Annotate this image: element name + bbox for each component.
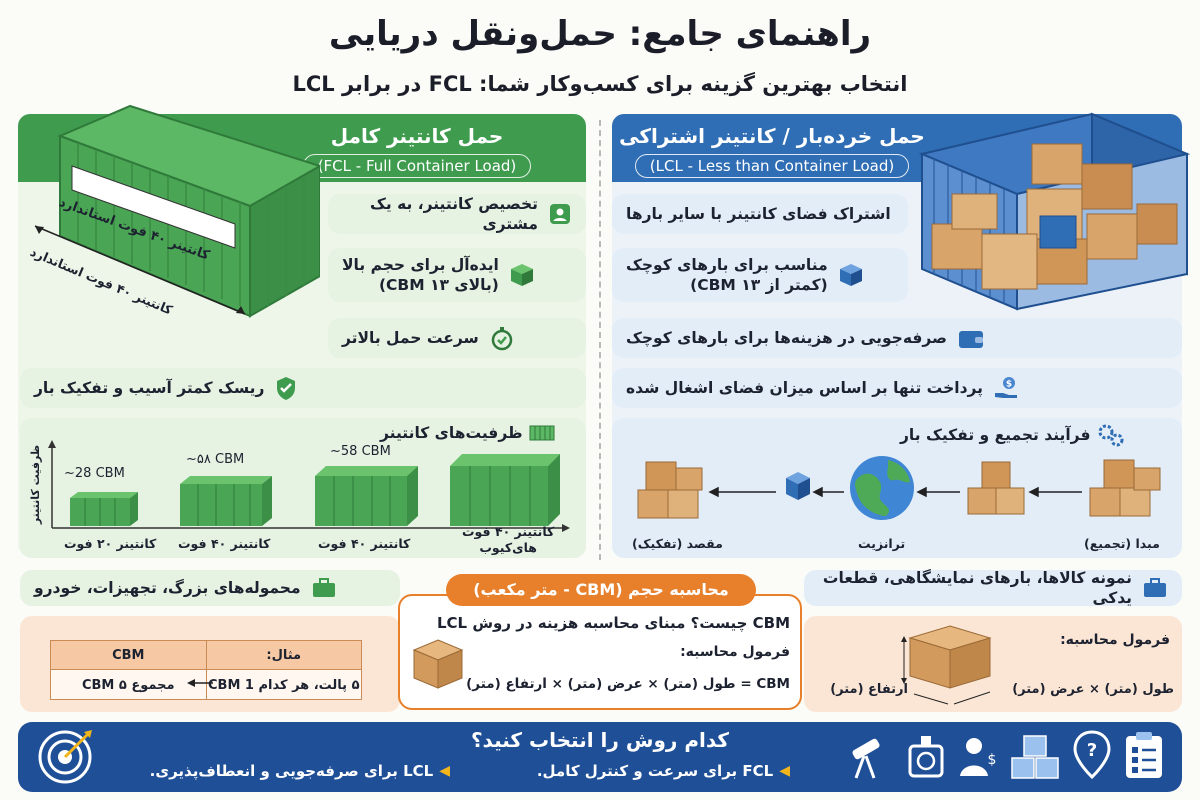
footer-banner bbox=[18, 722, 1182, 792]
telescope-icon bbox=[852, 738, 880, 779]
lcl-cargo-example-text: نمونه کالاها، بارهای نمایشگاهی، قطعات ید… bbox=[822, 568, 1132, 607]
fcl-feature-risk-text: ریسک کمتر آسیب و تفکیک بار bbox=[34, 378, 265, 397]
stopwatch-icon bbox=[489, 325, 515, 351]
green-box-icon bbox=[509, 262, 535, 288]
fcl-header-sub: (FCL - Full Container Load) bbox=[302, 154, 532, 178]
fcl-feature-volume-text: ایده‌آل برای حجم بالا bbox=[342, 255, 499, 274]
lcl-feature-saving-text: صرفه‌جویی در هزینه‌ها برای بارهای کوچک bbox=[626, 328, 948, 347]
cbm-formula-box bbox=[398, 594, 802, 710]
gears-icon bbox=[1096, 422, 1126, 448]
cbm-formula: CBM = طول (متر) × عرض (متر) × ارتفاع (مت… bbox=[466, 676, 790, 692]
cbm-height-label: ارتفاع (متر) bbox=[830, 682, 908, 697]
svg-text:$: $ bbox=[988, 752, 997, 768]
cbm-table-header-example: مثال: bbox=[205, 641, 362, 669]
section-divider bbox=[599, 120, 601, 560]
capacity-cbm-40ft: ~۵۸ CBM bbox=[186, 452, 245, 467]
capacity-label-40ft: کانتینر ۴۰ فوت bbox=[178, 536, 271, 551]
briefcase-icon bbox=[311, 577, 337, 599]
cbm-question: CBM چیست؟ مبنای محاسبه هزینه در روش LCL bbox=[436, 614, 790, 632]
lcl-cargo-example: نمونه کالاها، بارهای نمایشگاهی، قطعات ید… bbox=[804, 568, 1182, 607]
capacity-label-20ft: کانتینر ۲۰ فوت bbox=[64, 536, 157, 551]
lcl-feature-pay: $ پرداخت تنها بر اساس میزان فضای اشغال ش… bbox=[612, 368, 1182, 408]
target-icon bbox=[38, 730, 92, 784]
footer-lcl-choice-row: ◀ LCL برای صرفه‌جویی و انعطاف‌پذیری. bbox=[120, 762, 450, 780]
capacity-cbm-40ft-b: ~58 CBM bbox=[330, 444, 391, 459]
process-step-transit: ترانزیت bbox=[858, 536, 906, 551]
lcl-feature-pay-text: پرداخت تنها بر اساس میزان فضای اشغال شده bbox=[626, 378, 983, 397]
cbm-formula-header: محاسبه حجم (CBM - متر مکعب) bbox=[446, 574, 756, 606]
container-small-icon bbox=[529, 424, 555, 442]
fcl-feature-speed-text: سرعت حمل بالاتر bbox=[342, 328, 479, 347]
cbm-right-formula: طول (متر) × عرض (متر) bbox=[1012, 682, 1174, 697]
lcl-header-sub: (LCL - Less than Container Load) bbox=[634, 154, 910, 178]
fcl-feature-volume-sub: (بالای ۱۳ CBM) bbox=[378, 276, 499, 294]
footer-question: کدام روش را انتخاب کنید؟ bbox=[470, 728, 730, 752]
fcl-feature-dedicated: تخصیص کانتینر، به یک مشتری bbox=[328, 194, 586, 234]
fcl-feature-speed: سرعت حمل بالاتر bbox=[328, 318, 586, 358]
footer-fcl-choice: FCL برای سرعت و کنترل کامل. bbox=[536, 762, 774, 780]
svg-text:?: ? bbox=[1087, 740, 1097, 761]
cbm-table-cell-total: مجموع ۵ CBM bbox=[81, 677, 175, 693]
svg-text:$: $ bbox=[1006, 380, 1012, 390]
user-badge-icon bbox=[548, 202, 572, 226]
page-subtitle: انتخاب بهترین گزینه برای کسب‌وکار شما: F… bbox=[292, 72, 908, 96]
cbm-dimension-box bbox=[901, 625, 992, 705]
origin-boxes bbox=[1089, 459, 1161, 517]
cbm-example-table: مثال: CBM ۵ پالت، هر کدام CBM 1 مجموع ۵ … bbox=[50, 640, 362, 700]
fcl-cargo-example: محموله‌های بزرگ، تجهیزات، خودرو bbox=[20, 570, 400, 606]
process-step-destination: مقصد (تفکیک) bbox=[632, 536, 723, 551]
cbm-formula-label: فرمول محاسبه: bbox=[680, 644, 790, 660]
lcl-process-title-row: فرآیند تجمیع و تفکیک بار bbox=[900, 422, 1172, 448]
capacity-label-40ft-hc-1: کانتینر ۴۰ فوت bbox=[462, 524, 555, 539]
fcl-capacity-y-axis: ظرفیت کانتینر bbox=[29, 444, 43, 525]
capacity-label-40ft-b: کانتینر ۴۰ فوت bbox=[318, 536, 411, 551]
capacity-cbm-20ft: ~28 CBM bbox=[64, 466, 125, 481]
lcl-feature-small-text: مناسب برای بارهای کوچک bbox=[626, 255, 828, 274]
fcl-capacity-title: ظرفیت‌های کانتینر bbox=[380, 424, 523, 442]
blue-box-icon bbox=[838, 262, 864, 288]
suitcase-icon bbox=[1142, 577, 1168, 599]
lcl-feature-saving: صرفه‌جویی در هزینه‌ها برای بارهای کوچک bbox=[612, 318, 1182, 358]
cbm-box-icon bbox=[412, 639, 464, 689]
scale-icon bbox=[908, 736, 944, 778]
hand-coin-icon: $ bbox=[993, 375, 1021, 401]
boxes-icon bbox=[1011, 735, 1059, 779]
cbm-table-cell-example: ۵ پالت، هر کدام CBM 1 bbox=[205, 670, 362, 700]
shield-check-icon bbox=[274, 375, 298, 401]
lcl-feature-small: مناسب برای بارهای کوچک (کمتر از ۱۳ CBM) bbox=[612, 248, 908, 302]
footer-lcl-choice: LCL برای صرفه‌جویی و انعطاف‌پذیری. bbox=[149, 762, 434, 780]
person-dollar-icon: $ bbox=[960, 738, 997, 776]
footer-fcl-choice-row: ◀ FCL برای سرعت و کنترل کامل. bbox=[470, 762, 790, 780]
footer-fcl-bullet-icon: ◀ bbox=[779, 763, 790, 779]
checklist-icon bbox=[1126, 732, 1162, 778]
lcl-feature-small-sub: (کمتر از ۱۳ CBM) bbox=[690, 276, 828, 294]
lcl-process-title: فرآیند تجمیع و تفکیک بار bbox=[900, 426, 1091, 444]
fcl-feature-risk: ریسک کمتر آسیب و تفکیک بار bbox=[20, 368, 586, 408]
fcl-capacity-axes bbox=[48, 440, 570, 532]
fcl-capacity-title-row: ظرفیت‌های کانتینر bbox=[380, 424, 576, 442]
wallet-icon bbox=[957, 326, 985, 350]
process-step-origin: مبدا (تجمیع) bbox=[1084, 536, 1160, 551]
footer-lcl-bullet-icon: ◀ bbox=[439, 763, 450, 779]
cbm-right-bg bbox=[804, 616, 1182, 712]
lcl-header-title: حمل خرده‌بار / کانتینر اشتراکی bbox=[619, 124, 925, 148]
lcl-container-illustration bbox=[918, 112, 1191, 311]
fcl-feature-volume: ایده‌آل برای حجم بالا (بالای ۱۳ CBM) bbox=[328, 248, 586, 302]
cbm-table-arrow bbox=[187, 679, 213, 687]
cbm-right-formula-label: فرمول محاسبه: bbox=[1060, 632, 1170, 648]
fcl-cargo-example-text: محموله‌های بزرگ، تجهیزات، خودرو bbox=[34, 578, 301, 597]
capacity-label-40ft-hc-2: های‌کیوب bbox=[479, 539, 537, 555]
cbm-table-header-cbm: CBM bbox=[112, 647, 145, 663]
lcl-feature-share-text: اشتراک فضای کانتینر با سایر بارها bbox=[626, 204, 891, 223]
lcl-process-diagram bbox=[637, 456, 1161, 520]
fcl-container-illustration bbox=[34, 104, 320, 318]
question-pin-icon: ? bbox=[1073, 730, 1111, 780]
fcl-header-title: حمل کانتینر کامل bbox=[330, 124, 504, 148]
fcl-feature-dedicated-text: تخصیص کانتینر، به یک مشتری bbox=[369, 194, 538, 233]
lcl-feature-share: اشتراک فضای کانتینر با سایر بارها bbox=[612, 194, 908, 234]
page-title: راهنمای جامع: حمل‌ونقل دریایی bbox=[328, 14, 872, 54]
